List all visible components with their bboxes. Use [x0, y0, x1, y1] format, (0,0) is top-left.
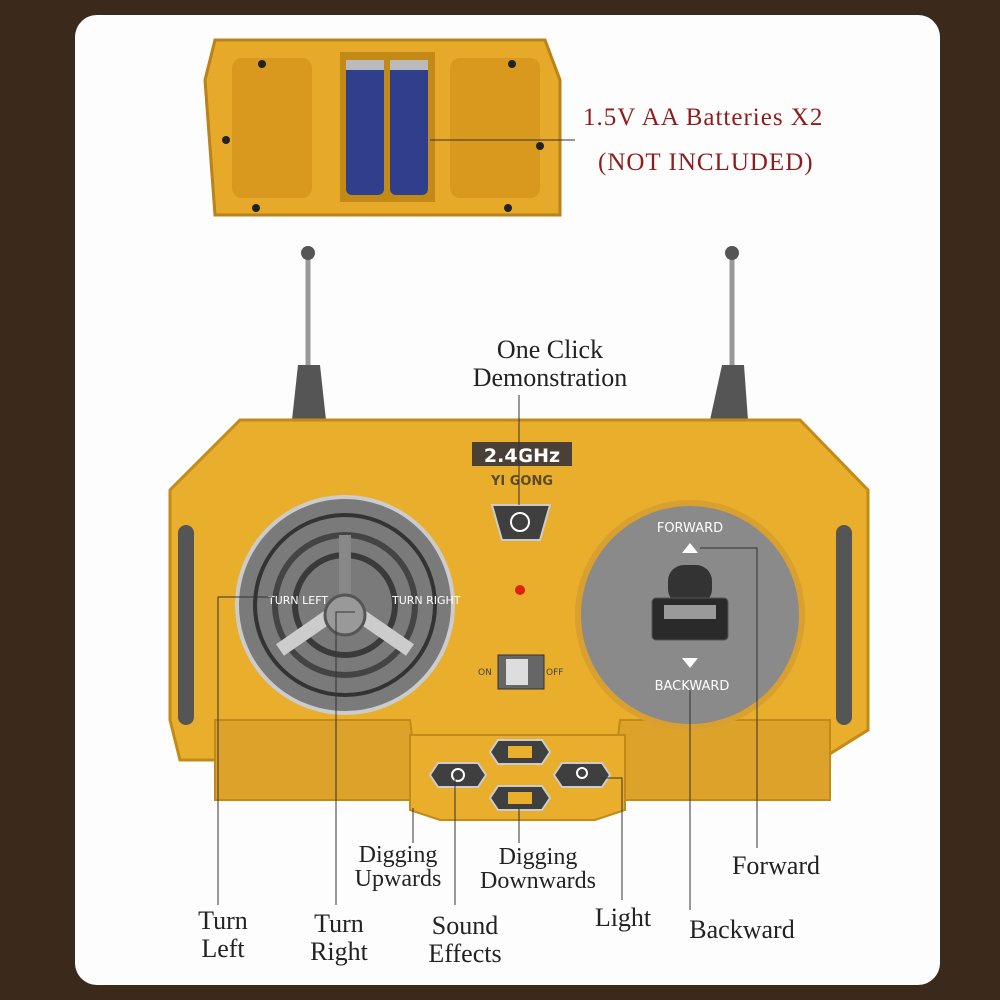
digging-down-button[interactable] — [488, 785, 552, 811]
sound-button[interactable] — [428, 762, 488, 788]
grip-right — [836, 525, 852, 725]
antenna-right — [710, 246, 748, 420]
grip-left — [178, 525, 194, 725]
backward-text: BACKWARD — [655, 679, 730, 694]
gear-icon — [510, 512, 530, 532]
label-backward: Backward — [689, 915, 795, 944]
brand-label: YI GONG — [490, 474, 553, 489]
arrow-up-icon — [682, 543, 698, 553]
frequency-label: 2.4GHz — [484, 445, 560, 467]
power-switch[interactable]: ON OFF — [478, 654, 563, 690]
sound-icon — [451, 768, 465, 782]
excavator-icon — [508, 792, 532, 804]
leader-lines — [217, 395, 758, 910]
turn-right-text: TURN RIGHT — [391, 594, 461, 607]
light-button[interactable] — [552, 762, 612, 788]
joystick[interactable]: FORWARD BACKWARD — [575, 500, 805, 730]
label-light: Light — [594, 903, 652, 932]
steering-wheel[interactable]: TURN LEFT TURN RIGHT — [235, 495, 461, 715]
digging-up-button[interactable] — [488, 739, 552, 765]
demo-button[interactable] — [490, 504, 552, 541]
battery-icon — [390, 60, 428, 195]
battery-not-included: (NOT INCLUDED) — [598, 149, 814, 176]
arrow-down-icon — [682, 658, 698, 668]
forward-text: FORWARD — [657, 521, 723, 536]
svg-text:OFF: OFF — [546, 668, 563, 678]
excavator-icon — [508, 746, 532, 758]
label-forward: Forward — [731, 851, 821, 880]
battery-compartment — [203, 38, 562, 217]
antenna-left — [292, 246, 326, 420]
bulb-icon — [576, 767, 588, 779]
turn-left-text: TURN LEFT — [267, 594, 328, 607]
battery-note: 1.5V AA Batteries X2 — [583, 104, 824, 131]
battery-icon — [346, 60, 384, 195]
led-indicator — [515, 585, 525, 595]
svg-text:ON: ON — [478, 668, 492, 678]
